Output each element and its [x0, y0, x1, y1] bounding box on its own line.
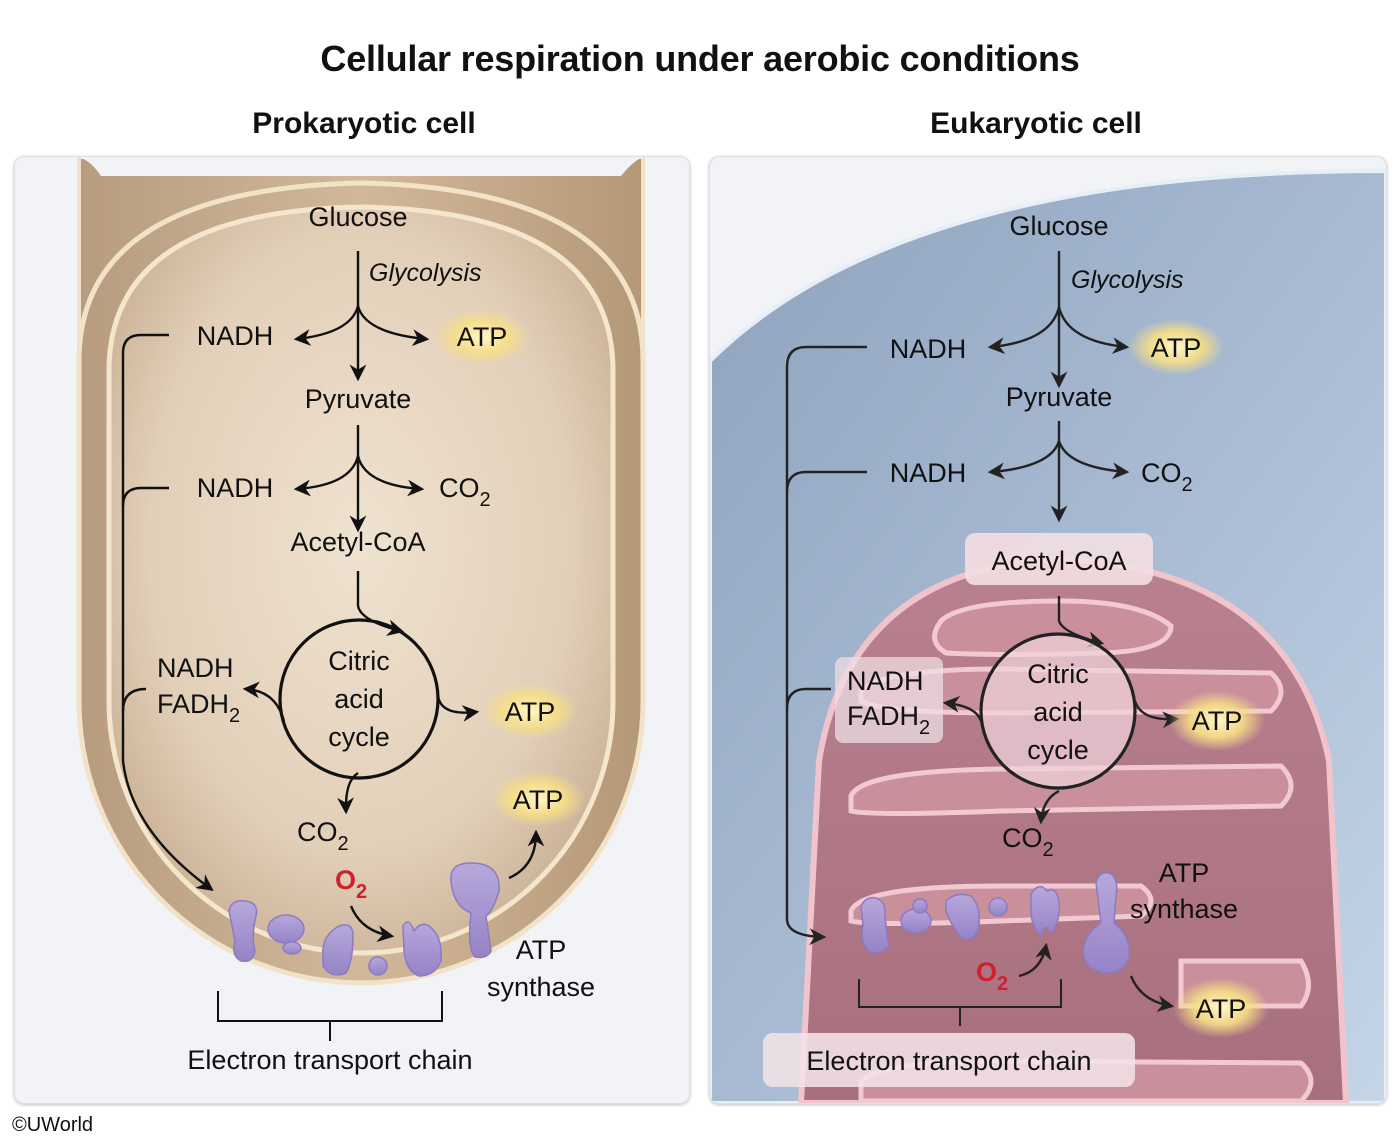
atp-label: ATP — [457, 322, 508, 352]
atp-synthase-label-line2: synthase — [1130, 894, 1238, 924]
atp-synthase-label-line1: ATP — [1159, 858, 1210, 888]
nadh-label: NADH — [197, 321, 274, 351]
cycle-label-line2: acid — [334, 684, 384, 714]
nadh-label: NADH — [197, 473, 274, 503]
prokaryotic-diagram: Glucose Glycolysis NADH ATP Pyruvate NAD… — [76, 157, 646, 1075]
atp-label: ATP — [513, 785, 564, 815]
nadh-fadh2-box — [835, 657, 943, 743]
atp-synthase-shape — [1082, 871, 1130, 974]
figure-title: Cellular respiration under aerobic condi… — [320, 38, 1080, 79]
copyright: ©UWorld — [12, 1114, 94, 1136]
atp-synthase-label-line2: synthase — [487, 972, 595, 1002]
citric-acid-cycle-circle — [278, 618, 440, 780]
cycle-label-line3: cycle — [1027, 735, 1089, 765]
prokaryotic-heading: Prokaryotic cell — [252, 107, 476, 140]
oxygen-label: O2 — [335, 865, 367, 903]
atp-glow — [1128, 319, 1224, 375]
cytoplasm — [106, 204, 616, 956]
cycle-label-line1: Citric — [328, 646, 390, 676]
atp-glow — [490, 771, 586, 827]
glucose-label: Glucose — [308, 202, 407, 232]
atp-label: ATP — [1151, 333, 1202, 363]
electron-transport-proteins — [860, 871, 1130, 974]
glycolysis-label: Glycolysis — [1071, 266, 1184, 294]
glycolysis-label: Glycolysis — [369, 259, 482, 287]
acetyl-coa-label: Acetyl-CoA — [290, 527, 425, 557]
atp-label: ATP — [1192, 706, 1243, 736]
etc-label-box — [763, 1033, 1135, 1087]
co2-label: CO2 — [297, 817, 349, 855]
eukaryotic-diagram: Glucose Glycolysis NADH ATP Pyruvate NAD… — [710, 168, 1386, 1103]
nadh-label: NADH — [890, 458, 967, 488]
pyruvate-label: Pyruvate — [305, 384, 412, 414]
atp-synthase-shape — [450, 862, 500, 959]
co2-label: CO2 — [439, 473, 491, 511]
acetyl-coa-label: Acetyl-CoA — [991, 546, 1126, 576]
glucose-label: Glucose — [1009, 211, 1108, 241]
oxygen-label: O2 — [976, 957, 1008, 995]
nadh-label: NADH — [890, 334, 967, 364]
nadh-label: NADH — [847, 666, 924, 696]
cycle-label-line3: cycle — [328, 722, 390, 752]
atp-glow — [1173, 978, 1269, 1038]
atp-glow — [482, 683, 578, 739]
eukaryotic-heading: Eukaryotic cell — [930, 107, 1142, 140]
etc-label: Electron transport chain — [187, 1045, 472, 1075]
eukaryotic-panel: Glucose Glycolysis NADH ATP Pyruvate NAD… — [709, 156, 1387, 1104]
cycle-label-line2: acid — [1033, 697, 1083, 727]
etc-label: Electron transport chain — [806, 1046, 1091, 1076]
fadh2-label: FADH2 — [157, 689, 240, 727]
co2-label: CO2 — [1141, 458, 1193, 496]
atp-glow — [1169, 691, 1265, 751]
atp-label: ATP — [505, 697, 556, 727]
citric-acid-cycle-circle — [979, 632, 1137, 790]
atp-synthase-label-line1: ATP — [516, 935, 567, 965]
cycle-label-line1: Citric — [1027, 659, 1089, 689]
electron-transport-proteins — [228, 862, 500, 977]
prokaryotic-panel: Glucose Glycolysis NADH ATP Pyruvate NAD… — [14, 156, 690, 1104]
co2-label: CO2 — [1002, 823, 1054, 861]
atp-label: ATP — [1196, 994, 1247, 1024]
nadh-label: NADH — [157, 653, 234, 683]
pyruvate-label: Pyruvate — [1006, 382, 1113, 412]
atp-glow — [434, 309, 530, 365]
acetyl-coa-box — [965, 533, 1153, 585]
fadh2-label: FADH2 — [847, 701, 930, 739]
